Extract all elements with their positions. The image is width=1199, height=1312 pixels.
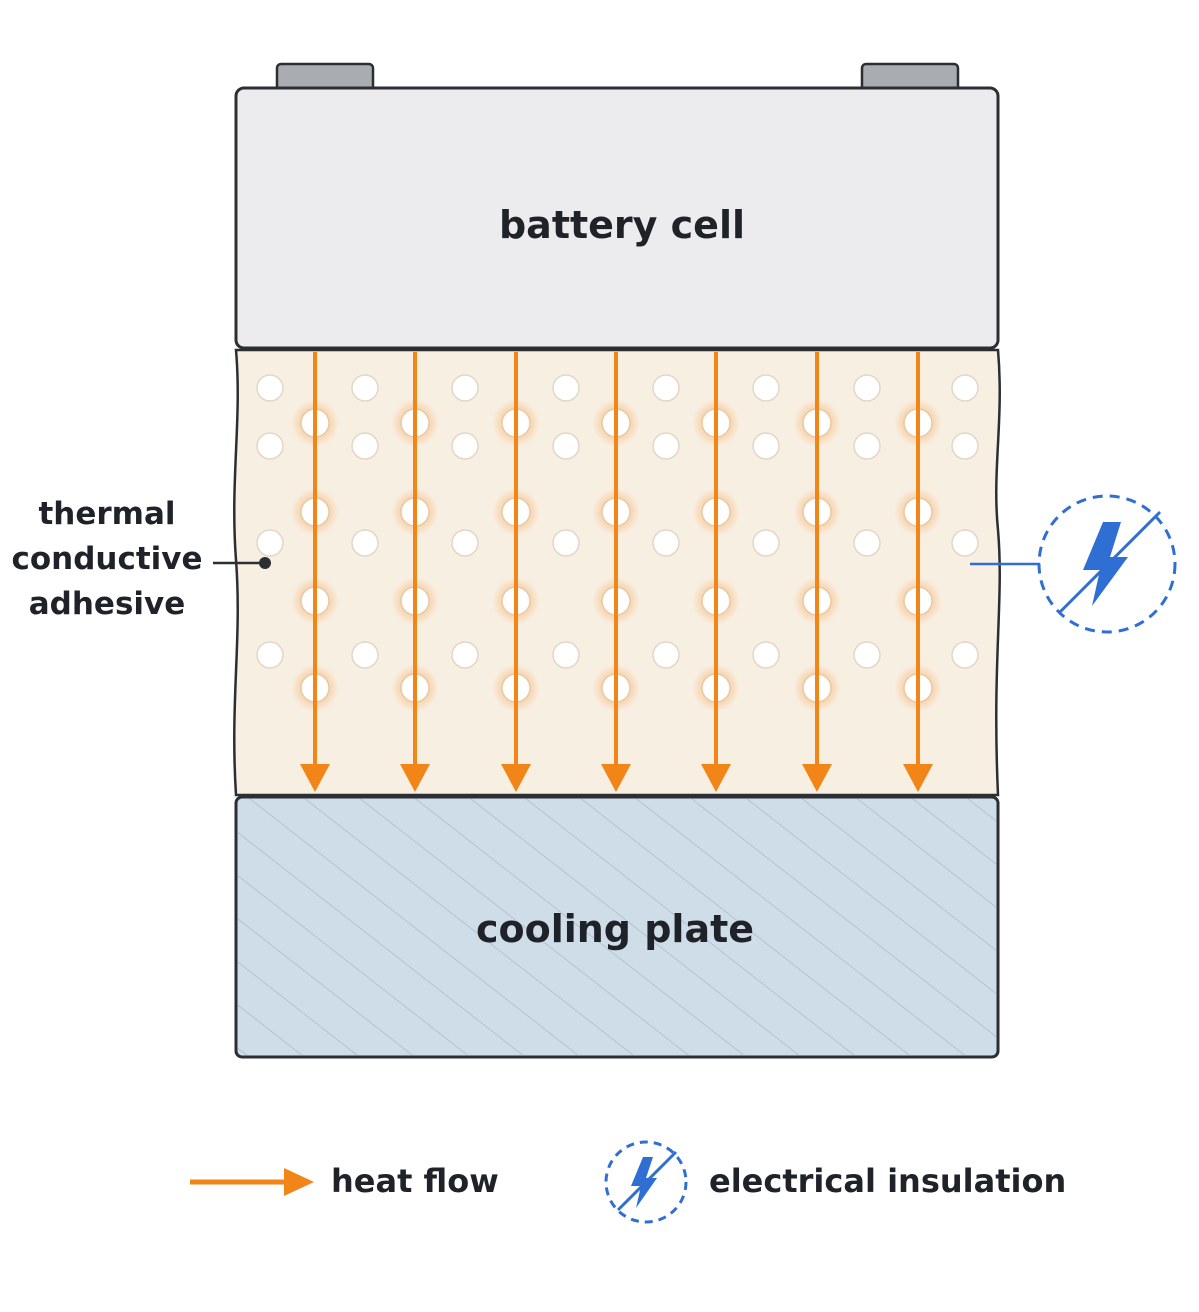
electrical-insulation-icon bbox=[1037, 494, 1177, 634]
filler-particle bbox=[951, 529, 979, 557]
heat-flow-arrow-head bbox=[601, 764, 631, 792]
legend-insulation-label: electrical insulation bbox=[709, 1162, 1067, 1200]
filler-particle bbox=[752, 432, 780, 460]
filler-particle bbox=[752, 374, 780, 402]
battery-cell-label: battery cell bbox=[499, 203, 745, 247]
filler-particle bbox=[853, 432, 881, 460]
heat-flow-arrow-head bbox=[300, 764, 330, 792]
legend-heat-flow-label: heat flow bbox=[331, 1162, 499, 1200]
filler-particle bbox=[951, 374, 979, 402]
filler-particle bbox=[951, 432, 979, 460]
filler-particle bbox=[652, 374, 680, 402]
filler-particle bbox=[552, 432, 580, 460]
filler-particle bbox=[951, 641, 979, 669]
filler-particle bbox=[351, 374, 379, 402]
legend-heat-flow-icon bbox=[190, 1168, 314, 1196]
heat-flow-arrow-head bbox=[701, 764, 731, 792]
filler-particle bbox=[552, 641, 580, 669]
filler-particle bbox=[451, 641, 479, 669]
filler-particle bbox=[752, 529, 780, 557]
filler-particle bbox=[351, 641, 379, 669]
heat-flow-arrow-head bbox=[400, 764, 430, 792]
filler-particle bbox=[652, 641, 680, 669]
adhesive-label-line-3: adhesive bbox=[28, 586, 186, 622]
filler-particle bbox=[256, 529, 284, 557]
adhesive-label-line-2: conductive bbox=[11, 541, 203, 577]
filler-particle bbox=[853, 374, 881, 402]
filler-particle bbox=[351, 432, 379, 460]
legend-insulation-icon bbox=[604, 1140, 688, 1224]
filler-particle bbox=[853, 641, 881, 669]
filler-particle bbox=[853, 529, 881, 557]
adhesive-label-line-1: thermal bbox=[38, 496, 176, 532]
filler-particle bbox=[256, 641, 284, 669]
filler-particle bbox=[652, 529, 680, 557]
heat-flow-arrows bbox=[300, 352, 933, 792]
heat-flow-arrow-head bbox=[501, 764, 531, 792]
heat-flow-arrow-head bbox=[802, 764, 832, 792]
filler-particle bbox=[256, 432, 284, 460]
cooling-plate-hatching bbox=[238, 799, 996, 1055]
filler-particle bbox=[552, 374, 580, 402]
filler-particle bbox=[256, 374, 284, 402]
filler-particle bbox=[752, 641, 780, 669]
heat-flow-arrow-head bbox=[903, 764, 933, 792]
filler-particle bbox=[451, 529, 479, 557]
filler-particle bbox=[351, 529, 379, 557]
filler-particle bbox=[451, 374, 479, 402]
filler-particle bbox=[451, 432, 479, 460]
battery-cell bbox=[234, 86, 1000, 350]
filler-particle bbox=[552, 529, 580, 557]
filler-particle bbox=[652, 432, 680, 460]
cooling-plate-label: cooling plate bbox=[476, 907, 754, 951]
adhesive-leader-dot bbox=[259, 557, 271, 569]
adhesive-label: thermal conductive adhesive bbox=[2, 492, 212, 627]
